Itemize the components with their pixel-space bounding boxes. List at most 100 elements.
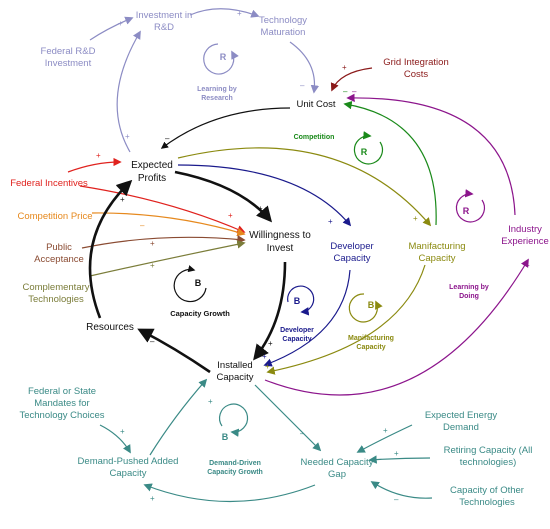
label-needed-capacity-gap: Needed Capacity Gap: [300, 457, 374, 480]
link-public-acceptance-to-willingness: [81, 235, 246, 249]
sign-plus: +: [342, 63, 347, 72]
link-manufacturing-to-unit-cost: [343, 100, 437, 226]
loop-name-demand-driven: Demand-Driven Capacity Growth: [207, 460, 263, 476]
label-installed-capacity: Installed Capacity: [216, 360, 254, 383]
label-demand-pushed-added-capacity: Demand-Pushed Added Capacity: [77, 456, 179, 479]
label-competition-price: Competition Price: [17, 211, 93, 222]
link-resources-to-profits: [88, 179, 133, 319]
link-grid-to-unit-cost: [330, 67, 373, 92]
label-unit-cost: Unit Cost: [296, 99, 336, 110]
sign-plus: +: [265, 362, 270, 371]
link-federal-rd-to-investment: [89, 16, 134, 41]
sign-minus: –: [394, 495, 399, 504]
sign-plus: +: [150, 261, 155, 270]
loop-letter-manufacturing-capacity: B: [367, 300, 375, 310]
sign-plus: +: [228, 211, 233, 220]
link-investment-to-maturation: [189, 8, 260, 18]
link-experience-to-unit-cost: [346, 93, 516, 216]
link-manufacturing-to-installed: [266, 264, 426, 375]
sign-plus: +: [120, 427, 125, 436]
sign-minus: –: [165, 134, 170, 143]
sign-plus: +: [413, 214, 418, 223]
label-federal-incentives: Federal Incentives: [10, 178, 88, 189]
loop-name-competition: Competition: [293, 134, 335, 141]
loop-name-capacity-growth: Capacity Growth: [170, 309, 230, 318]
loop-letter-learning-by-research: R: [219, 52, 227, 62]
label-complementary-technologies: Complementary Technologies: [22, 282, 90, 305]
loop-name-learning-by-research: Learning by Research: [197, 86, 237, 102]
label-industry-experience: Industry Experience: [501, 224, 549, 247]
label-technology-maturation: Technology Maturation: [258, 15, 308, 38]
sign-minus: –: [140, 221, 145, 230]
sign-minus: –: [150, 337, 155, 346]
link-unit-cost-to-profits: [160, 107, 291, 149]
link-profits-to-manufacturing: [177, 147, 432, 227]
label-expected-profits: Expected Profits: [131, 160, 173, 184]
label-developer-capacity: Developer Capacity: [330, 241, 374, 264]
link-profits-to-developer: [177, 164, 352, 227]
sign-plus: +: [237, 9, 242, 18]
link-installed-to-resources: [137, 328, 211, 374]
sign-minus: –: [300, 81, 305, 90]
label-manufacturing-capacity: Manifacturing Capacity: [408, 241, 466, 264]
sign-plus: +: [208, 397, 213, 406]
label-expected-energy-demand: Expected Energy Demand: [424, 410, 498, 433]
label-investment-rd: Investment in R&D: [135, 10, 193, 33]
label-federal-state-mandates: Federal or State Mandates for Technology…: [19, 386, 105, 421]
label-grid-integration-costs: Grid Integration Costs: [383, 57, 449, 80]
loop-demand-driven-arc: [218, 403, 249, 437]
sign-plus: +: [268, 339, 273, 348]
loop-letter-learning-by-doing: R: [462, 206, 470, 216]
link-complementary-to-willingness: [89, 240, 246, 277]
sign-plus: +: [96, 151, 101, 160]
sign-plus: +: [262, 352, 267, 361]
label-resources: Resources: [86, 322, 134, 333]
loop-manufacturing-capacity-arc: [348, 293, 383, 323]
link-retiring-to-gap: [368, 455, 431, 464]
sign-plus: +: [125, 132, 130, 141]
loop-learning-by-research-arc: [203, 43, 239, 75]
loop-learning-by-doing-arc: [455, 189, 486, 223]
sign-plus: +: [150, 239, 155, 248]
loop-capacity-growth-arc: [173, 265, 207, 303]
loop-name-manufacturing-capacity: Manifacturing Capacity: [348, 335, 394, 351]
label-retiring-capacity: Retiring Capacity (All technologies): [443, 445, 533, 468]
sign-plus: +: [118, 19, 123, 28]
sign-plus: +: [258, 204, 263, 213]
link-installed-to-experience: [264, 258, 529, 396]
sign-plus: +: [150, 494, 155, 503]
sign-plus: +: [383, 426, 388, 435]
label-capacity-other-technologies: Capacity of Other Technologies: [450, 485, 524, 508]
link-developer-to-installed: [263, 269, 351, 367]
loop-letter-competition: R: [360, 147, 368, 157]
link-installed-to-gap: [254, 384, 322, 452]
link-other-tech-to-gap: [370, 481, 433, 499]
link-mandates-to-demand-pushed: [99, 424, 131, 454]
sign-plus: +: [328, 217, 333, 226]
sign-plus: +: [394, 449, 399, 458]
sign-minus: –: [352, 87, 357, 96]
sign-plus: +: [525, 261, 530, 270]
sign-plus: +: [120, 195, 125, 204]
loop-letter-developer-capacity: B: [293, 296, 301, 306]
link-profits-to-investment: [116, 30, 141, 153]
link-incentives-to-profits: [67, 157, 122, 173]
loop-name-learning-by-doing: Learning by Doing: [449, 284, 489, 300]
loop-letter-demand-driven: B: [221, 432, 229, 442]
sign-minus: –: [343, 87, 348, 96]
label-public-acceptance: Public Acceptance: [34, 242, 84, 265]
sign-minus: –: [300, 429, 305, 438]
link-energy-demand-to-gap: [356, 424, 413, 453]
loop-developer-capacity-arc: [287, 285, 315, 316]
loop-competition-arc: [353, 131, 384, 165]
label-willingness-to-invest: Willingness to Invest: [249, 230, 311, 254]
link-gap-to-demand-pushed: [143, 483, 316, 503]
loop-letter-capacity-growth: B: [194, 278, 202, 288]
link-incentives-to-willingness: [79, 185, 246, 234]
link-demand-pushed-to-installed: [149, 378, 208, 456]
link-maturation-to-unit-cost: [289, 41, 320, 94]
label-federal-rd-investment: Federal R&D Investment: [40, 46, 96, 69]
link-profits-to-willingness: [174, 170, 273, 223]
link-competition-price-to-willingness: [91, 212, 246, 237]
